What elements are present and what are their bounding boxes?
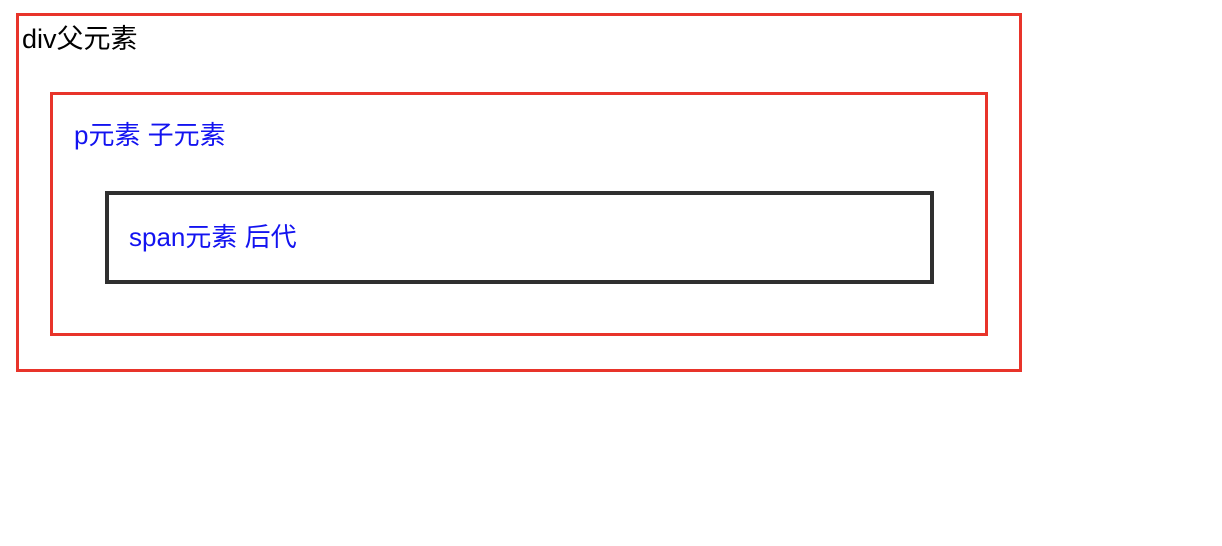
parent-div-label: div父元素 bbox=[22, 24, 138, 54]
descendant-span-box: span元素 后代 bbox=[105, 191, 934, 284]
descendant-span-label: span元素 后代 bbox=[129, 222, 297, 252]
child-p-label: p元素 子元素 bbox=[74, 120, 226, 150]
parent-div-box: div父元素 p元素 子元素 span元素 后代 bbox=[16, 13, 1022, 372]
child-p-box: p元素 子元素 span元素 后代 bbox=[50, 92, 988, 336]
